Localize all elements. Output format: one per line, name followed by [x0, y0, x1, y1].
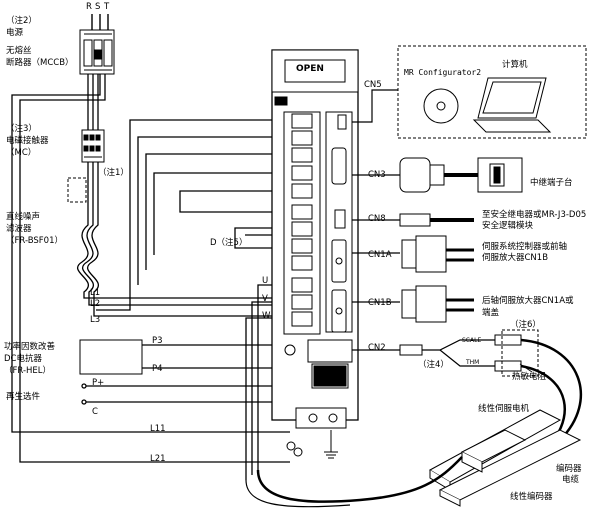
- wire-l1-label: L1: [90, 288, 101, 298]
- control-feedback-wires: [81, 119, 290, 480]
- wire-d-note5-label: D（注5）: [210, 238, 248, 248]
- cn1a-desc-line2: 伺服放大器CN1B: [482, 253, 549, 263]
- wire-u-label: U: [262, 276, 269, 286]
- regen-option-label: 再生选件: [6, 392, 41, 402]
- wire-l2-label: L2: [90, 299, 101, 309]
- cn1a-label: CN1A: [368, 250, 392, 260]
- note6-label: （注6）: [510, 320, 541, 330]
- safety-label-line2: 安全逻辑模块: [482, 221, 534, 231]
- thermistor-label: 热敏电阻: [512, 372, 547, 382]
- contactor-label-line1: 电磁接触器: [6, 136, 49, 146]
- cn3-label: CN3: [368, 170, 386, 180]
- reactor-label-line3: （FR-HEL）: [4, 366, 52, 376]
- ground-symbols: [286, 430, 338, 459]
- filter-label-line3: （FR-BSF01）: [6, 236, 63, 246]
- wire-w-label: W: [262, 311, 271, 321]
- note3-label: （注3）: [6, 124, 37, 134]
- computer-label: 计算机: [502, 60, 528, 70]
- wire-l3-label: L3: [90, 315, 101, 325]
- dc-reactor-box: [79, 339, 143, 375]
- note1-dashed-box: [67, 177, 87, 203]
- open-label: OPEN: [296, 64, 324, 74]
- wire-c-label: C: [92, 407, 98, 417]
- cn1b-desc-line2: 端盖: [482, 308, 500, 318]
- encoder-cable-label-line1: 编码器: [556, 464, 582, 474]
- linear-encoder-label: 线性编码器: [510, 492, 553, 502]
- wire-p4-label: P4: [152, 364, 163, 374]
- cn2-label: CN2: [368, 343, 386, 353]
- wire-v-label: V: [262, 294, 268, 304]
- note2-label: （注2）: [6, 16, 37, 26]
- phase-s-label: S: [95, 2, 101, 12]
- phase-t-label: T: [104, 2, 110, 12]
- power-cable-bundle: [11, 74, 290, 463]
- linear-servo-motor: [245, 409, 582, 508]
- phase-r-label: R: [86, 2, 92, 12]
- cn5-label: CN5: [364, 80, 382, 90]
- scale-label: SCALE: [462, 337, 482, 344]
- cn2-encoder-group: [352, 329, 583, 456]
- cn8-label: CN8: [368, 214, 386, 224]
- safety-cable-group: [352, 213, 474, 227]
- cn1b-desc-line1: 后轴伺服放大器CN1A或: [482, 296, 574, 306]
- wire-p-plus-label: P+: [92, 378, 105, 388]
- reactor-label-line2: DC电抗器: [4, 354, 42, 364]
- mccb-breaker: [79, 14, 115, 75]
- power-source-label: 电源: [6, 28, 24, 38]
- computer-group: [352, 45, 587, 139]
- filter-label-line1: 直线噪声: [6, 212, 41, 222]
- magnetic-contactor: [81, 129, 105, 163]
- wire-l11-label: L11: [150, 424, 166, 434]
- filter-label-line2: 滤波器: [6, 224, 32, 234]
- thm-label: THM: [466, 359, 480, 366]
- note1-label: （注1）: [98, 168, 129, 178]
- cn1a-desc-line1: 伺服系统控制器或前轴: [482, 242, 568, 252]
- wire-l21-label: L21: [150, 454, 166, 464]
- reactor-label-line1: 功率因数改善: [4, 342, 56, 352]
- servo-amplifier: [271, 49, 359, 429]
- note4-label: （注4）: [418, 360, 449, 370]
- cn1b-cable-group: [352, 285, 474, 323]
- linear-motor-label: 线性伺服电机: [478, 404, 530, 414]
- mr-configurator-label: MR Configurator2: [404, 68, 482, 77]
- cn1b-label: CN1B: [368, 298, 392, 308]
- contactor-label-line2: （MC）: [6, 148, 37, 158]
- wire-p3-label: P3: [152, 336, 163, 346]
- encoder-cable-label-line2: 电缆: [562, 475, 580, 485]
- relay-terminal-label: 中继端子台: [530, 178, 573, 188]
- relay-terminal-group: [352, 157, 523, 193]
- mccb-label-line1: 无熔丝: [6, 46, 32, 56]
- cn1a-cable-group: [352, 235, 474, 273]
- mccb-label-line2: 断路器（MCCB）: [6, 58, 74, 68]
- thermistor-leader: [519, 363, 533, 373]
- safety-label-line1: 至安全继电器或MR-J3-D05: [482, 210, 587, 220]
